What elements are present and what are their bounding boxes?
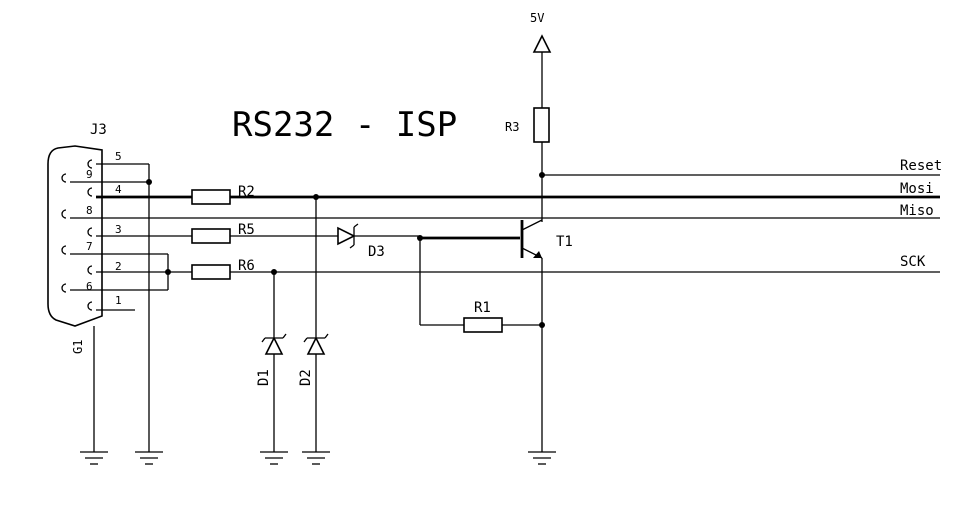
connector-pin-label: 9 xyxy=(86,168,93,181)
supply-arrow-symbol xyxy=(532,34,552,53)
connector-pin-label: 4 xyxy=(115,183,122,196)
resistor-r3-label: R3 xyxy=(505,120,519,134)
resistor-r1-label: R1 xyxy=(474,300,491,316)
db9-pin-sockets xyxy=(61,159,93,311)
supply-label: 5V xyxy=(530,11,544,25)
db9-connector-shell xyxy=(47,145,103,327)
connector-pin-wires xyxy=(70,163,940,452)
resistor-r1 xyxy=(463,317,503,333)
resistor-r6-label: R6 xyxy=(238,258,255,274)
resistor-r5-label: R5 xyxy=(238,222,255,238)
net-label-miso: Miso xyxy=(900,203,934,219)
zener-diode-d1 xyxy=(261,333,287,355)
diode-d2-label: D2 xyxy=(298,369,314,386)
transistor-t1 xyxy=(520,219,543,259)
junction-dot xyxy=(165,269,171,275)
net-label-mosi: Mosi xyxy=(900,181,934,197)
net-label-reset: Reset xyxy=(900,158,942,174)
resistor-r5 xyxy=(191,228,231,244)
resistor-r3 xyxy=(533,107,550,143)
connector-shell-label: G1 xyxy=(71,340,85,354)
ground-symbol xyxy=(302,451,330,465)
resistor-r6 xyxy=(191,264,231,280)
junction-dot xyxy=(146,179,152,185)
net-label-sck: SCK xyxy=(900,254,926,270)
connector-pin-label: 7 xyxy=(86,240,93,253)
zener-diode-d2 xyxy=(303,333,329,355)
schematic-title: RS232 - ISP xyxy=(232,105,457,145)
transistor-label: T1 xyxy=(556,234,573,250)
ground-symbol xyxy=(260,451,288,465)
connector-pin-label: 3 xyxy=(115,223,122,236)
connector-pin-label: 5 xyxy=(115,150,122,163)
ground-symbol xyxy=(135,451,163,465)
connector-pin-label: 8 xyxy=(86,204,93,217)
diode-d3-label: D3 xyxy=(368,244,385,260)
junction-dot xyxy=(539,172,545,178)
connector-pin-label: 6 xyxy=(86,280,93,293)
resistor-r2 xyxy=(191,189,231,205)
ground-symbol xyxy=(80,451,108,465)
connector-pin-label: 2 xyxy=(115,260,122,273)
diode-d1-label: D1 xyxy=(256,369,272,386)
connector-pin-label: 1 xyxy=(115,294,122,307)
connector-ref-label: J3 xyxy=(90,122,107,138)
ground-symbol xyxy=(528,451,556,465)
